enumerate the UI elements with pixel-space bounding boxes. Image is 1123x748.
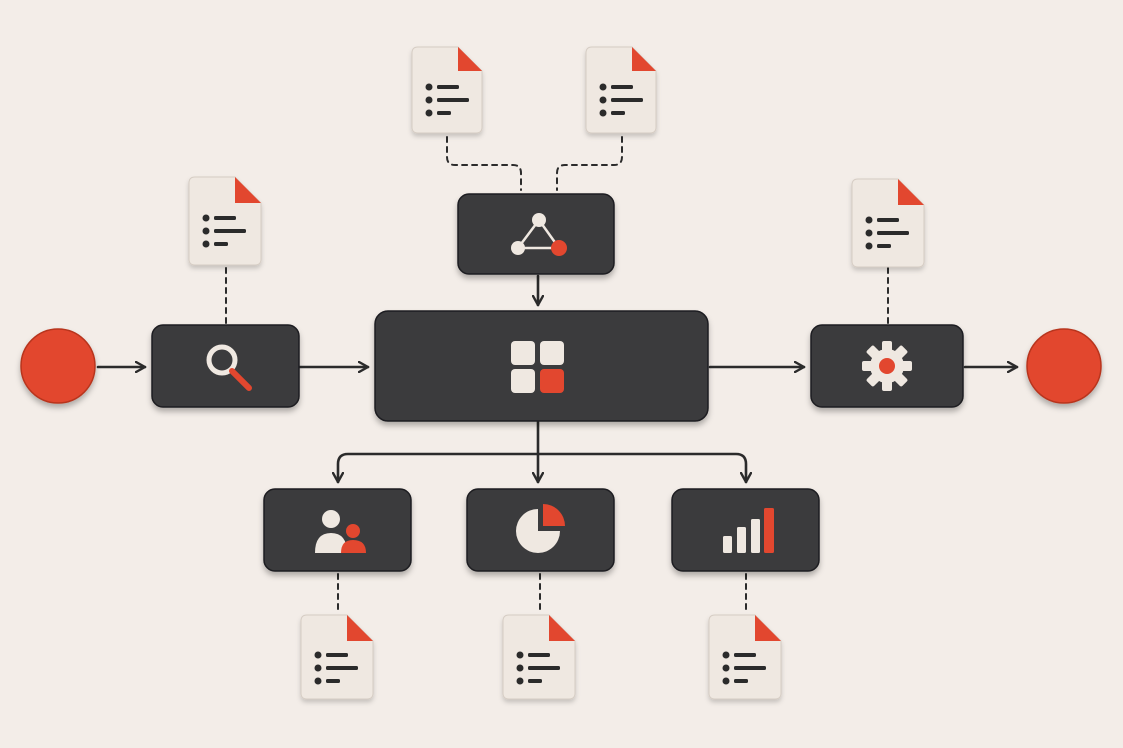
pie-node[interactable] (466, 488, 615, 572)
hub-node[interactable] (374, 310, 709, 422)
pie-node-box (466, 488, 615, 572)
network-node-box (457, 193, 615, 275)
network-triangle-icon (511, 213, 567, 256)
document-links (225, 136, 889, 613)
start-circle-icon (20, 328, 96, 404)
doc-settings[interactable] (851, 178, 925, 268)
edge-hub-to-bars (536, 452, 746, 484)
network-node[interactable] (457, 193, 615, 275)
hub-node-box (374, 310, 709, 422)
edge-hub-to-users (338, 452, 540, 484)
users-node[interactable] (263, 488, 412, 572)
end-node[interactable] (1026, 328, 1102, 404)
end-circle-icon (1026, 328, 1102, 404)
settings-node[interactable] (810, 324, 964, 408)
document-icon (411, 46, 483, 134)
edge-doc-top-right-to-network (556, 136, 623, 191)
pie-chart-icon (516, 504, 565, 553)
edge-doc-top-left-to-network (446, 136, 522, 191)
start-node[interactable] (20, 328, 96, 404)
grid-tiles-icon (511, 341, 564, 393)
bar-chart-icon (723, 508, 774, 553)
document-icon (300, 614, 374, 700)
document-icon (708, 614, 782, 700)
document-icon (502, 614, 576, 700)
doc-pie[interactable] (502, 614, 576, 700)
doc-bars[interactable] (708, 614, 782, 700)
doc-top-right[interactable] (585, 46, 657, 134)
document-icon (188, 176, 262, 266)
users-node-box (263, 488, 412, 572)
gear-icon (862, 341, 912, 391)
bars-node[interactable] (671, 488, 820, 572)
doc-top-left[interactable] (411, 46, 483, 134)
doc-users[interactable] (300, 614, 374, 700)
doc-search[interactable] (188, 176, 262, 266)
connectors (96, 274, 1019, 484)
magnifier-icon (206, 344, 252, 391)
search-node[interactable] (151, 324, 300, 408)
document-icon (585, 46, 657, 134)
users-icon (315, 510, 366, 553)
search-node-box (151, 324, 300, 408)
document-icon (851, 178, 925, 268)
